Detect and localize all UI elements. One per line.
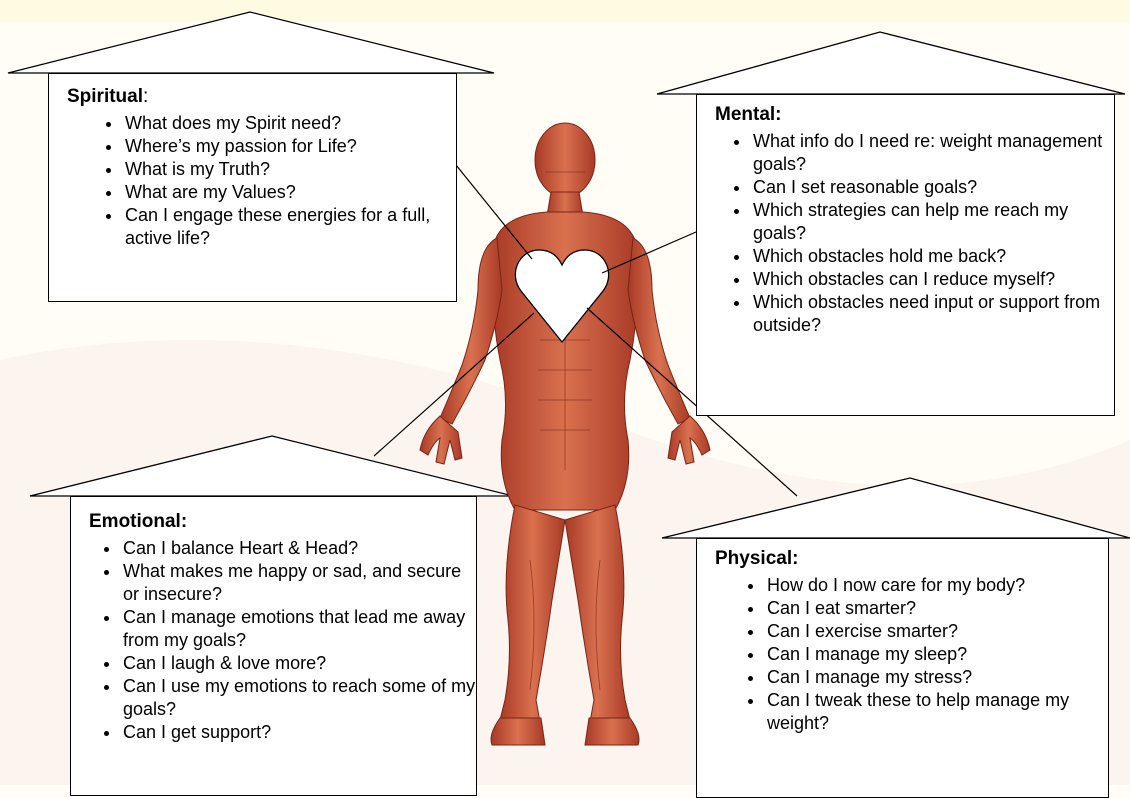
list-item: Can I tweak these to help manage my weig… bbox=[765, 689, 1108, 735]
list-item: Which obstacles hold me back? bbox=[751, 245, 1114, 268]
list-item: Where’s my passion for Life? bbox=[123, 135, 456, 158]
mental-list: What info do I need re: weight managemen… bbox=[715, 130, 1114, 337]
list-item: What info do I need re: weight managemen… bbox=[751, 130, 1114, 176]
spiritual-title-colon: : bbox=[143, 86, 148, 107]
list-item: Can I exercise smarter? bbox=[765, 620, 1108, 643]
list-item: Can I get support? bbox=[121, 721, 476, 744]
spiritual-box: Spiritual: What does my Spirit need? Whe… bbox=[48, 73, 457, 302]
spiritual-roof bbox=[8, 12, 494, 73]
emotional-box: Emotional: Can I balance Heart & Head? W… bbox=[70, 496, 477, 796]
list-item: Can I eat smarter? bbox=[765, 597, 1108, 620]
list-item: Can I manage my stress? bbox=[765, 666, 1108, 689]
list-item: What makes me happy or sad, and secure o… bbox=[121, 560, 476, 606]
physical-list: How do I now care for my body? Can I eat… bbox=[715, 574, 1108, 735]
emotional-title: Emotional: bbox=[89, 511, 476, 533]
physical-box: Physical: How do I now care for my body?… bbox=[696, 538, 1109, 798]
mental-roof bbox=[657, 32, 1125, 94]
mental-title: Mental: bbox=[715, 104, 1114, 126]
list-item: What does my Spirit need? bbox=[123, 112, 456, 135]
list-item: What are my Values? bbox=[123, 181, 456, 204]
list-item: Can I laugh & love more? bbox=[121, 652, 476, 675]
list-item: Can I use my emotions to reach some of m… bbox=[121, 675, 476, 721]
spiritual-title-text: Spiritual bbox=[67, 86, 143, 107]
list-item: Which strategies can help me reach my go… bbox=[751, 199, 1114, 245]
emotional-list: Can I balance Heart & Head? What makes m… bbox=[89, 537, 476, 744]
list-item: What is my Truth? bbox=[123, 158, 456, 181]
physical-title: Physical: bbox=[715, 548, 1108, 570]
spiritual-title: Spiritual: bbox=[67, 86, 456, 108]
list-item: Can I manage my sleep? bbox=[765, 643, 1108, 666]
list-item: Can I manage emotions that lead me away … bbox=[121, 606, 476, 652]
list-item: Can I engage these energies for a full, … bbox=[123, 204, 456, 250]
mental-box: Mental: What info do I need re: weight m… bbox=[696, 94, 1115, 416]
list-item: Can I set reasonable goals? bbox=[751, 176, 1114, 199]
list-item: Which obstacles can I reduce myself? bbox=[751, 268, 1114, 291]
list-item: Which obstacles need input or support fr… bbox=[751, 291, 1114, 337]
list-item: Can I balance Heart & Head? bbox=[121, 537, 476, 560]
spiritual-list: What does my Spirit need? Where’s my pas… bbox=[67, 112, 456, 250]
list-item: How do I now care for my body? bbox=[765, 574, 1108, 597]
